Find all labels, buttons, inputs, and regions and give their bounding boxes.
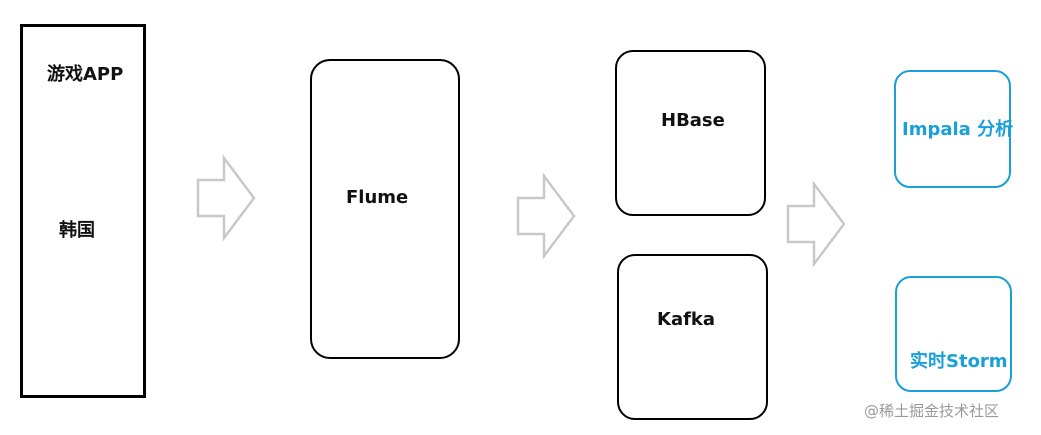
kafka-box xyxy=(617,254,768,420)
source-region-label: 韩国 xyxy=(59,220,95,241)
right-arrow-2 xyxy=(516,172,576,260)
impala-label: Impala 分析 xyxy=(902,119,1014,140)
impala-box xyxy=(894,70,1011,188)
right-arrow-1 xyxy=(196,154,256,242)
flume-box xyxy=(310,59,460,359)
source-app-label: 游戏APP xyxy=(47,64,124,85)
storm-box xyxy=(895,276,1012,392)
hbase-label: HBase xyxy=(661,110,725,131)
kafka-label: Kafka xyxy=(657,309,716,330)
storm-label: 实时Storm xyxy=(910,351,1008,372)
watermark: @稀土掘金技术社区 xyxy=(864,402,1000,420)
source-box xyxy=(20,24,146,398)
right-arrow-3 xyxy=(786,180,846,268)
flume-label: Flume xyxy=(346,187,409,208)
hbase-box xyxy=(615,50,766,216)
